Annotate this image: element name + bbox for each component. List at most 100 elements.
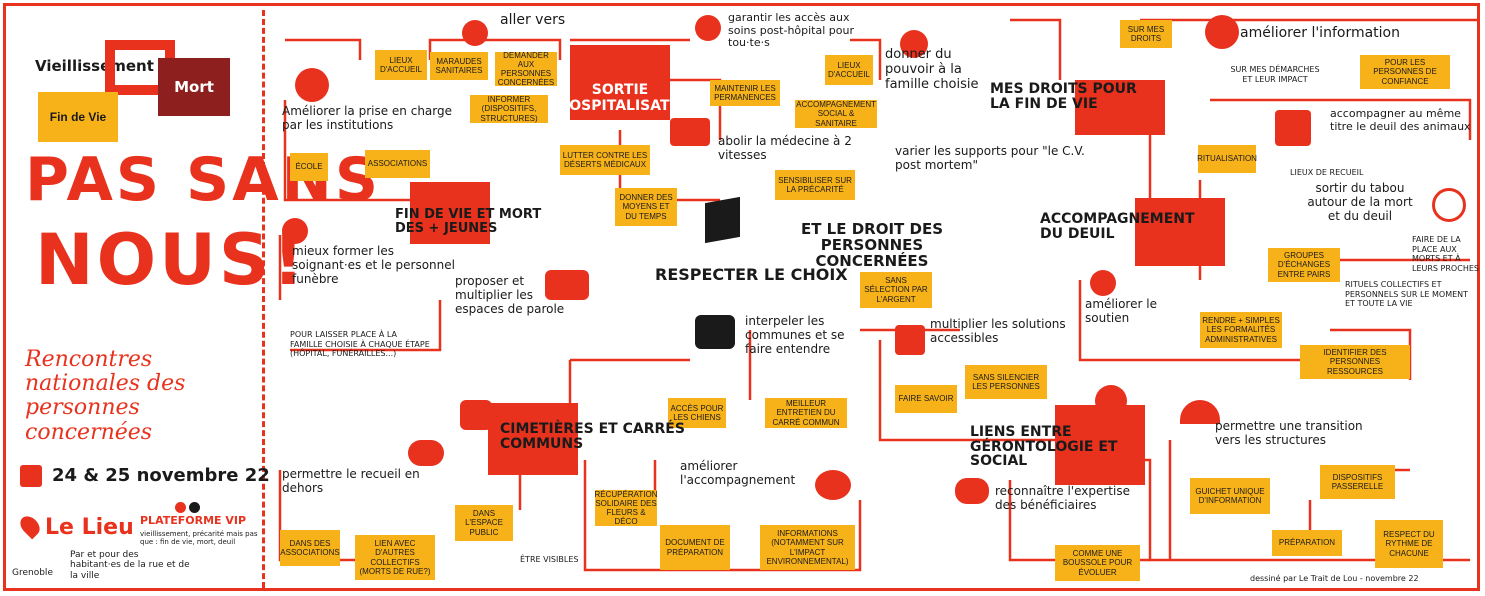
text-donner-pouvoir: donner du pouvoir à la famille choisie [885,47,979,92]
cloud-icon [408,440,444,466]
tag-respect-rythme: Respect du rythme de chacune [1375,520,1443,568]
tag-informations: Informations (notamment sur l'impact env… [760,525,855,570]
text-interpeler-communes: interpeler les communes et se faire ente… [745,314,845,356]
tag-dispositifs-passerelle: Dispositifs passerelle [1320,465,1395,499]
section-cimetieres-title: Cimetières et carrés communs [500,421,685,452]
text-laisser-place: Pour laisser place à la famille choisie … [290,330,430,359]
tag-lien-collectifs: Lien avec d'autres collectifs (morts de … [355,535,435,580]
text-lieux-recueil: Lieux de recueil [1290,168,1364,177]
text-sur-mes-demarches: Sur mes démarches et leur impact [1230,65,1320,84]
platform-subtitle: vieillissement, précarité mais pas que :… [140,530,258,547]
tag-lieux-accueil-1: Lieux d'accueil [375,50,427,80]
center-title-respecter: RESPECTER LE CHOIX [655,265,848,284]
text-ameliorer-prise-en-charge: Améliorer la prise en charge par les ins… [282,104,453,132]
text-faire-place: Faire de la place aux morts et à leurs p… [1412,235,1479,273]
text-ameliorer-information: améliorer l'information [1240,25,1400,41]
tag-lieux-accueil-2: Lieux d'accueil [825,55,873,85]
tag-sans-silencier: Sans silencier les personnes [965,365,1047,399]
text-reconnaitre-expertise: reconnaître l'expertise des bénéficiaire… [995,484,1130,512]
venue-note: Par et pour des habitant·es de la rue et… [70,550,190,581]
text-permettre-transition: permettre une transition vers les struct… [1215,419,1363,447]
word-fin-de-vie: Fin de Vie [38,92,118,142]
section-droits-title: Mes droits pour la Fin de Vie [990,81,1137,112]
text-garantir-acces: garantir les accès aux soins post-hôpita… [728,11,854,50]
text-mieux-former: mieux former les soignant·es et le perso… [292,244,455,286]
tag-guichet-unique: Guichet unique d'information [1190,478,1270,514]
tag-sans-selection: Sans sélection par l'argent [860,272,932,308]
tag-sur-mes-droits: Sur mes droits [1120,20,1172,48]
megaphone-icon [695,315,735,349]
tag-acces-chiens: Accès pour les chiens [668,398,726,428]
venue-name: Le Lieu [45,515,134,540]
section-sortie-hospitalisation: Sortie d'Hospitalisation [542,45,698,120]
event-title: Rencontres nationales des personnes conc… [25,347,186,445]
section-droits-bg [1075,80,1165,135]
text-varier-supports: varier les supports pour "le C.V. post m… [895,144,1085,172]
tag-faire-savoir: Faire savoir [895,385,957,413]
tag-demander: Demander aux personnes concernées [495,51,557,87]
text-ameliorer-soutien: améliorer le soutien [1085,297,1157,325]
tag-accompagnement-social: Accompagnement social & sanitaire [795,100,877,128]
tag-preparation: Préparation [1272,530,1342,556]
tag-ritualisation: Ritualisation [1197,145,1257,173]
platform-name: PLATEFORME VIP [140,514,247,527]
speech-bubble-icon [1205,15,1239,49]
balance-scale-icon [670,118,710,146]
tag-recuperation: Récupération solidaire des fleurs & déco [594,489,658,527]
text-proposer-espaces: proposer et multiplier les espaces de pa… [455,274,565,316]
center-title-droit: ET LE DROIT DES PERSONNES CONCERNÉES [800,220,944,270]
tag-associations: Associations [365,150,430,178]
animal-frame-icon [1275,110,1311,146]
section-jeunes-bg [410,182,490,244]
calendar-icon [20,465,42,487]
elderly-person-icon [1095,385,1127,417]
tag-boussole: Comme une boussole pour évoluer [1055,545,1140,581]
people-group-icon [282,218,308,244]
hand-pointer-icon [895,325,925,355]
grave-flowers-icon [460,400,492,430]
text-etre-visibles: être visibles [520,555,579,564]
city-name: Grenoble [12,568,53,578]
tag-deserts-medicaux: Lutter contre les déserts médicaux [560,145,650,175]
section-cimetieres-bg [488,403,578,475]
discussion-table-icon [545,270,589,300]
text-aller-vers: aller vers [500,12,566,28]
section-liens-title: Liens entre Gérontologie et Social [970,424,1118,470]
event-dates: 24 & 25 novembre 22 [52,465,270,486]
tag-carre-commun: Meilleur entretien du carré commun [765,398,847,428]
divider-dashed [262,10,265,588]
heart-hand-icon [695,15,721,41]
tag-informer: Informer (dispositifs, structures) [470,95,548,123]
tag-maintenir-permanences: Maintenir les permanences [710,80,780,106]
section-deuil-title: Accompagnement du DEUIL [1040,211,1195,242]
word-mort: Mort [158,58,230,116]
tag-formalites: Rendre + simples les formalités administ… [1200,312,1282,348]
tag-maraudes: Maraudes sanitaires [430,52,488,80]
heart-hands-icon [900,30,928,58]
text-sortir-tabou: sortir du tabou autour de la mort et du … [1307,181,1413,223]
candles-icon [1090,270,1116,296]
handshake-icon [462,20,488,46]
tag-dans-associations: Dans des associations [280,530,340,566]
platform-dots [175,500,203,518]
section-jeunes-title: Fin de vie et mort des + jeunes [395,207,542,236]
signpost-icon [705,196,740,244]
tag-espace-public: Dans l'espace public [455,505,513,541]
tag-groupes-echanges: Groupes d'échanges entre pairs [1268,248,1340,282]
frame-border [3,3,1480,591]
section-deuil-bg [1135,198,1225,266]
text-rituels: Rituels collectifs et personnels sur le … [1345,280,1469,309]
slogan-line-2: NOUS! [35,219,308,301]
institution-building-icon [295,68,329,102]
text-multiplier-solutions: multiplier les solutions accessibles [930,317,1066,345]
tag-personnes-ressources: Identifier des personnes ressources [1300,345,1410,379]
no-taboo-icon [1432,188,1466,222]
word-vieillissement: Vieillissement [35,57,154,75]
tag-personnes-confiance: Pour les personnes de confiance [1360,55,1450,89]
text-ameliorer-accompagnement: améliorer l'accompagnement [680,459,796,487]
section-liens-bg [1055,405,1145,485]
tag-donner-moyens: Donner des moyens et du temps [615,188,677,226]
credit-text: dessiné par Le Trait de Lou - novembre 2… [1250,574,1419,583]
tag-document-preparation: Document de préparation [660,525,730,570]
tag-sensibiliser: Sensibiliser sur la précarité [775,170,855,200]
